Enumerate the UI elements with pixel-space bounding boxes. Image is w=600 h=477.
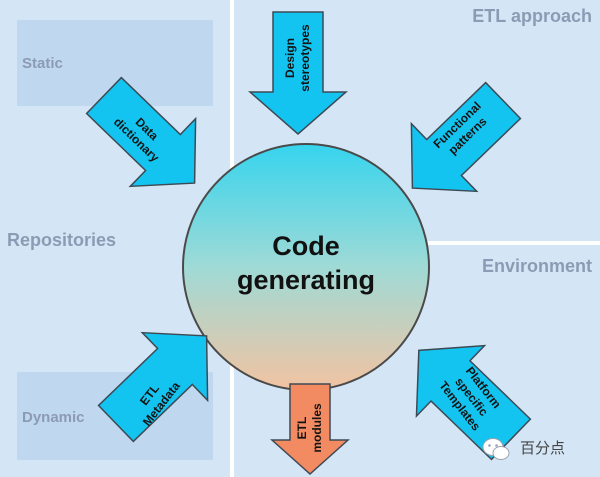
data-dictionary-arrow-shape	[85, 76, 197, 188]
etl-modules-arrow-shape	[270, 383, 350, 476]
data-dictionary-arrow	[85, 76, 197, 188]
etl-modules-line1: ETL	[295, 417, 309, 440]
center-text-line1: Code	[272, 231, 340, 261]
etl-modules-label: ETL modules	[295, 403, 324, 453]
etl-metadata-arrow-shape	[97, 331, 209, 443]
platform-templates-arrow	[415, 344, 532, 461]
center-text-line2: generating	[237, 265, 375, 295]
design-stereotypes-arrow	[248, 11, 348, 135]
dynamic-label: Dynamic	[22, 409, 85, 426]
etl-metadata-arrow	[97, 331, 209, 443]
watermark-text: 百分点	[520, 439, 565, 457]
etl-approach-label: ETL approach	[472, 6, 592, 26]
design-stereotypes-arrow-shape	[248, 11, 348, 135]
platform-templates-arrow-shape	[415, 344, 532, 461]
watermark: 百分点	[482, 438, 565, 460]
wechat-icon	[482, 438, 510, 460]
repositories-label: Repositories	[7, 230, 116, 250]
functional-patterns-arrow	[410, 81, 522, 193]
design-stereotypes-line2: stereotypes	[298, 24, 312, 92]
static-label: Static	[22, 55, 63, 72]
design-stereotypes-label: Design stereotypes	[283, 24, 312, 92]
etl-modules-arrow	[270, 383, 350, 476]
functional-patterns-arrow-shape	[410, 81, 522, 193]
environment-label: Environment	[482, 256, 592, 276]
etl-modules-line2: modules	[310, 403, 324, 453]
design-stereotypes-line1: Design	[283, 38, 297, 78]
